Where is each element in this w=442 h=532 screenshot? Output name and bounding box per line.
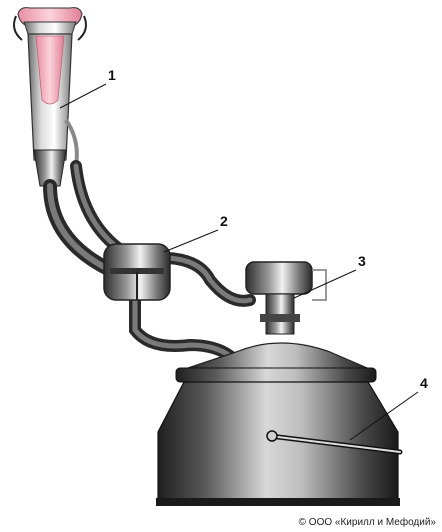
pulsator (245, 261, 327, 335)
leader-lines (59, 83, 419, 441)
teat-cup (13, 7, 87, 187)
copyright-notice: © ООО «Кирилл и Мефодий» (298, 517, 436, 528)
milk-hoses (43, 160, 256, 362)
callout-3: 3 (358, 253, 366, 269)
callout-4: 4 (420, 375, 428, 391)
milk-can (156, 342, 403, 506)
callout-2: 2 (220, 213, 228, 229)
collector (103, 243, 171, 301)
callout-1: 1 (108, 67, 116, 83)
